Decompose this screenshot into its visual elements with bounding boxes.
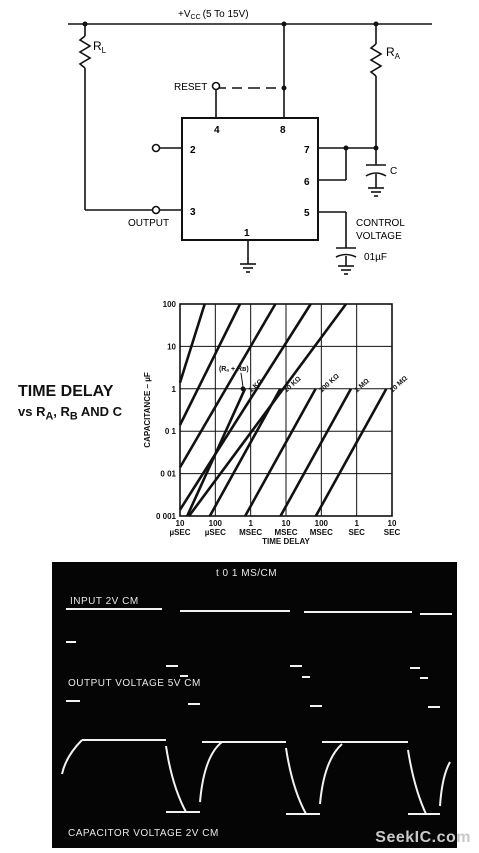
time-delay-title-line2: vs RA, RB AND C xyxy=(18,404,123,423)
cap-c-label: C xyxy=(390,166,397,177)
x-tick-label: 10 xyxy=(388,519,397,528)
annotation-marker xyxy=(240,386,246,392)
pin-1-label: 1 xyxy=(244,228,250,239)
watermark: SeekIC.com xyxy=(375,829,471,846)
supply-label: +VCC(5 To 15V) xyxy=(178,9,249,21)
extension-line xyxy=(178,303,242,426)
oscilloscope-photo: t 0 1 MS/CM INPUT 2V CM OUTPUT VOLTAGE 5… xyxy=(52,562,457,848)
extension-line xyxy=(178,303,312,511)
x-tick-unit: SEC xyxy=(348,528,365,537)
y-tick-label: 0 01 xyxy=(160,470,176,479)
chart-labels: 10µSEC100µSEC1MSEC10MSEC100MSEC1SEC10SEC… xyxy=(143,300,409,546)
control-cap-label: 01µF xyxy=(364,252,387,263)
rl-label: RL xyxy=(93,39,107,55)
control-label-2: VOLTAGE xyxy=(356,231,402,242)
x-tick-unit: MSEC xyxy=(310,528,333,537)
series-line xyxy=(314,388,388,517)
time-delay-chart: 10µSEC100µSEC1MSEC10MSEC100MSEC1SEC10SEC… xyxy=(143,300,409,546)
pin-8-label: 8 xyxy=(280,125,286,136)
x-tick-unit: MSEC xyxy=(239,528,262,537)
x-tick-label: 10 xyxy=(282,519,291,528)
y-tick-label: 100 xyxy=(163,300,177,309)
scope-traces xyxy=(61,608,452,815)
reset-label: RESET xyxy=(174,82,207,93)
pin-5-label: 5 xyxy=(304,208,310,219)
chart-annotation: (Rₐ + Rʙ) xyxy=(219,366,249,373)
x-tick-label: 100 xyxy=(315,519,329,528)
extension-line xyxy=(178,303,277,469)
x-axis-label: TIME DELAY xyxy=(262,537,310,546)
y-tick-label: 0 001 xyxy=(156,512,177,521)
scope-output-label: OUTPUT VOLTAGE 5V CM xyxy=(68,678,201,689)
scope-timebase-label: t 0 1 MS/CM xyxy=(216,568,277,579)
y-tick-label: 10 xyxy=(167,342,176,351)
y-axis-label: CAPACITANCE – µF xyxy=(143,372,152,448)
scope-capacitor-label: CAPACITOR VOLTAGE 2V CM xyxy=(68,828,219,839)
pin-2-label: 2 xyxy=(190,145,196,156)
control-label-1: CONTROL xyxy=(356,218,405,229)
x-tick-unit: SEC xyxy=(384,528,401,537)
series-line xyxy=(279,388,353,517)
x-tick-unit: MSEC xyxy=(274,528,297,537)
chart-lines xyxy=(178,303,388,517)
time-delay-title: TIME DELAY vs RA, RB AND C xyxy=(18,382,122,427)
pin-6-label: 6 xyxy=(304,177,310,188)
extension-line xyxy=(187,303,348,517)
annotation-leader xyxy=(240,372,244,387)
output-label: OUTPUT xyxy=(128,218,169,229)
extension-line xyxy=(178,303,206,383)
timer-schematic: +VCC(5 To 15V) RL RA RESET OUTPUT C CONT… xyxy=(68,9,432,275)
x-tick-label: 100 xyxy=(209,519,223,528)
series-line xyxy=(244,388,317,517)
x-tick-unit: µSEC xyxy=(205,528,226,537)
x-tick-label: 10 xyxy=(176,519,185,528)
pin-4-label: 4 xyxy=(214,125,220,136)
y-tick-label: 0 1 xyxy=(165,427,177,436)
x-tick-label: 1 xyxy=(248,519,253,528)
x-tick-unit: µSEC xyxy=(169,528,190,537)
scope-input-label: INPUT 2V CM xyxy=(70,596,139,607)
time-delay-title-line1: TIME DELAY xyxy=(18,383,114,400)
pin-3-label: 3 xyxy=(190,207,196,218)
ra-label: RA xyxy=(386,45,401,61)
y-tick-label: 1 xyxy=(172,385,177,394)
pin-7-label: 7 xyxy=(304,145,310,156)
x-tick-label: 1 xyxy=(354,519,359,528)
